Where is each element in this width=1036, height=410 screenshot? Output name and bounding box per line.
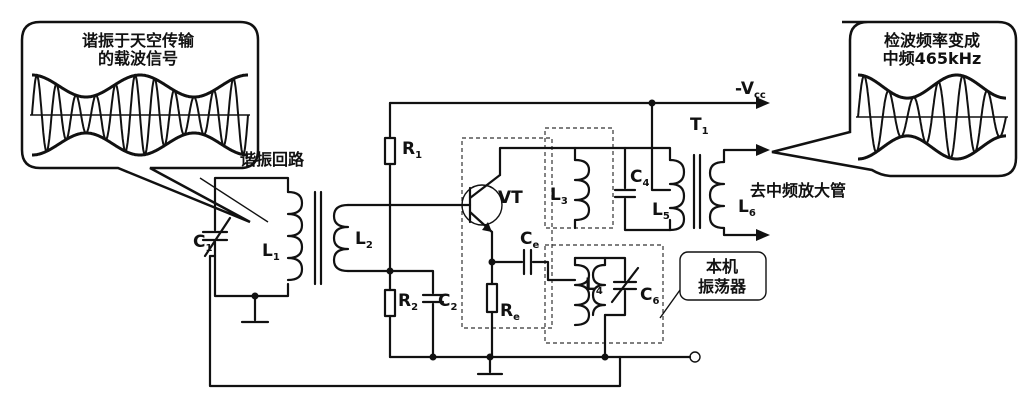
if-waveform	[857, 74, 1007, 160]
variable-capacitor-arrow	[203, 216, 232, 258]
resistor-R1	[383, 136, 397, 166]
l3-coil-box	[544, 127, 614, 229]
bubble-pointer-line	[199, 177, 269, 223]
carrier-bubble-line1: 谐振于天空传输	[82, 31, 195, 50]
C1-label: C1	[193, 232, 212, 254]
C4-label: C4	[630, 167, 649, 189]
vcc-label: -Vcc	[735, 79, 766, 101]
coil-L2	[332, 203, 350, 273]
oscillator-label-box	[679, 251, 767, 301]
bias-network: R1 C2 R2	[346, 101, 762, 376]
C2-label: C2	[438, 291, 457, 313]
transistor-body-circle	[461, 184, 503, 226]
coil-L1	[286, 190, 304, 282]
coil-L5	[668, 158, 686, 232]
C6-label: C6	[640, 285, 659, 307]
R2-label: R2	[398, 291, 418, 313]
L2-label: L2	[355, 229, 373, 251]
local-oscillator: L4 C6 本机 振荡器	[573, 251, 767, 359]
Re-label: Re	[500, 301, 520, 323]
L6-label: L6	[738, 197, 756, 219]
tuning-circuit-label: 谐振回路	[240, 150, 305, 169]
mixer-transistor-VT: VT Re Ce	[461, 146, 577, 359]
vcc-arrow	[756, 97, 770, 109]
transistor-collector	[468, 173, 502, 200]
carrier-envelope-top	[32, 73, 248, 99]
R1-label: R1	[402, 139, 422, 161]
output-arrow-bottom	[756, 229, 770, 241]
if-envelope-top	[858, 73, 1006, 100]
carrier-envelope-bottom	[32, 131, 248, 157]
coil-L4-secondary	[591, 263, 607, 317]
Ce-label: Ce	[520, 229, 539, 251]
to-if-amp-label: 去中频放大管	[750, 181, 846, 200]
coil-L3	[573, 158, 591, 222]
gang-tuning-link	[208, 254, 622, 388]
tuning-circuit: 谐振回路 C1 L1 L2	[193, 150, 373, 324]
mixer-transistor-box	[461, 137, 553, 329]
transistor-label: VT	[498, 188, 523, 208]
if-signal-bubble: 检波频率变成 中频465kHz	[771, 20, 1018, 178]
coil-L6	[708, 160, 726, 230]
T1-label: T1	[690, 115, 709, 137]
carrier-signal-bubble: 谐振于天空传输 的载波信号	[20, 20, 260, 224]
resistor-R2	[383, 288, 397, 318]
if-bubble-line1: 检波频率变成	[884, 31, 980, 50]
L3-label: L3	[550, 185, 568, 207]
oscillator-label-line2: 振荡器	[698, 277, 747, 296]
carrier-bubble-line2: 的载波信号	[98, 49, 178, 68]
L5-label: L5	[652, 200, 670, 222]
L4-label: L4	[585, 275, 603, 297]
L1-label: L1	[262, 241, 280, 263]
coil-L4	[573, 263, 591, 327]
if-envelope-bottom	[858, 134, 1006, 161]
if-transformer: L3 C4 L5 T1 L6 -Vcc 去中频放大管	[550, 79, 846, 241]
ground-terminal	[689, 351, 701, 363]
resistor-Re	[485, 282, 499, 314]
carrier-waveform	[31, 73, 249, 157]
if-bubble-line2: 中频465kHz	[883, 49, 982, 68]
output-arrow-top	[756, 144, 770, 156]
oscillator-label-line1: 本机	[706, 257, 738, 276]
